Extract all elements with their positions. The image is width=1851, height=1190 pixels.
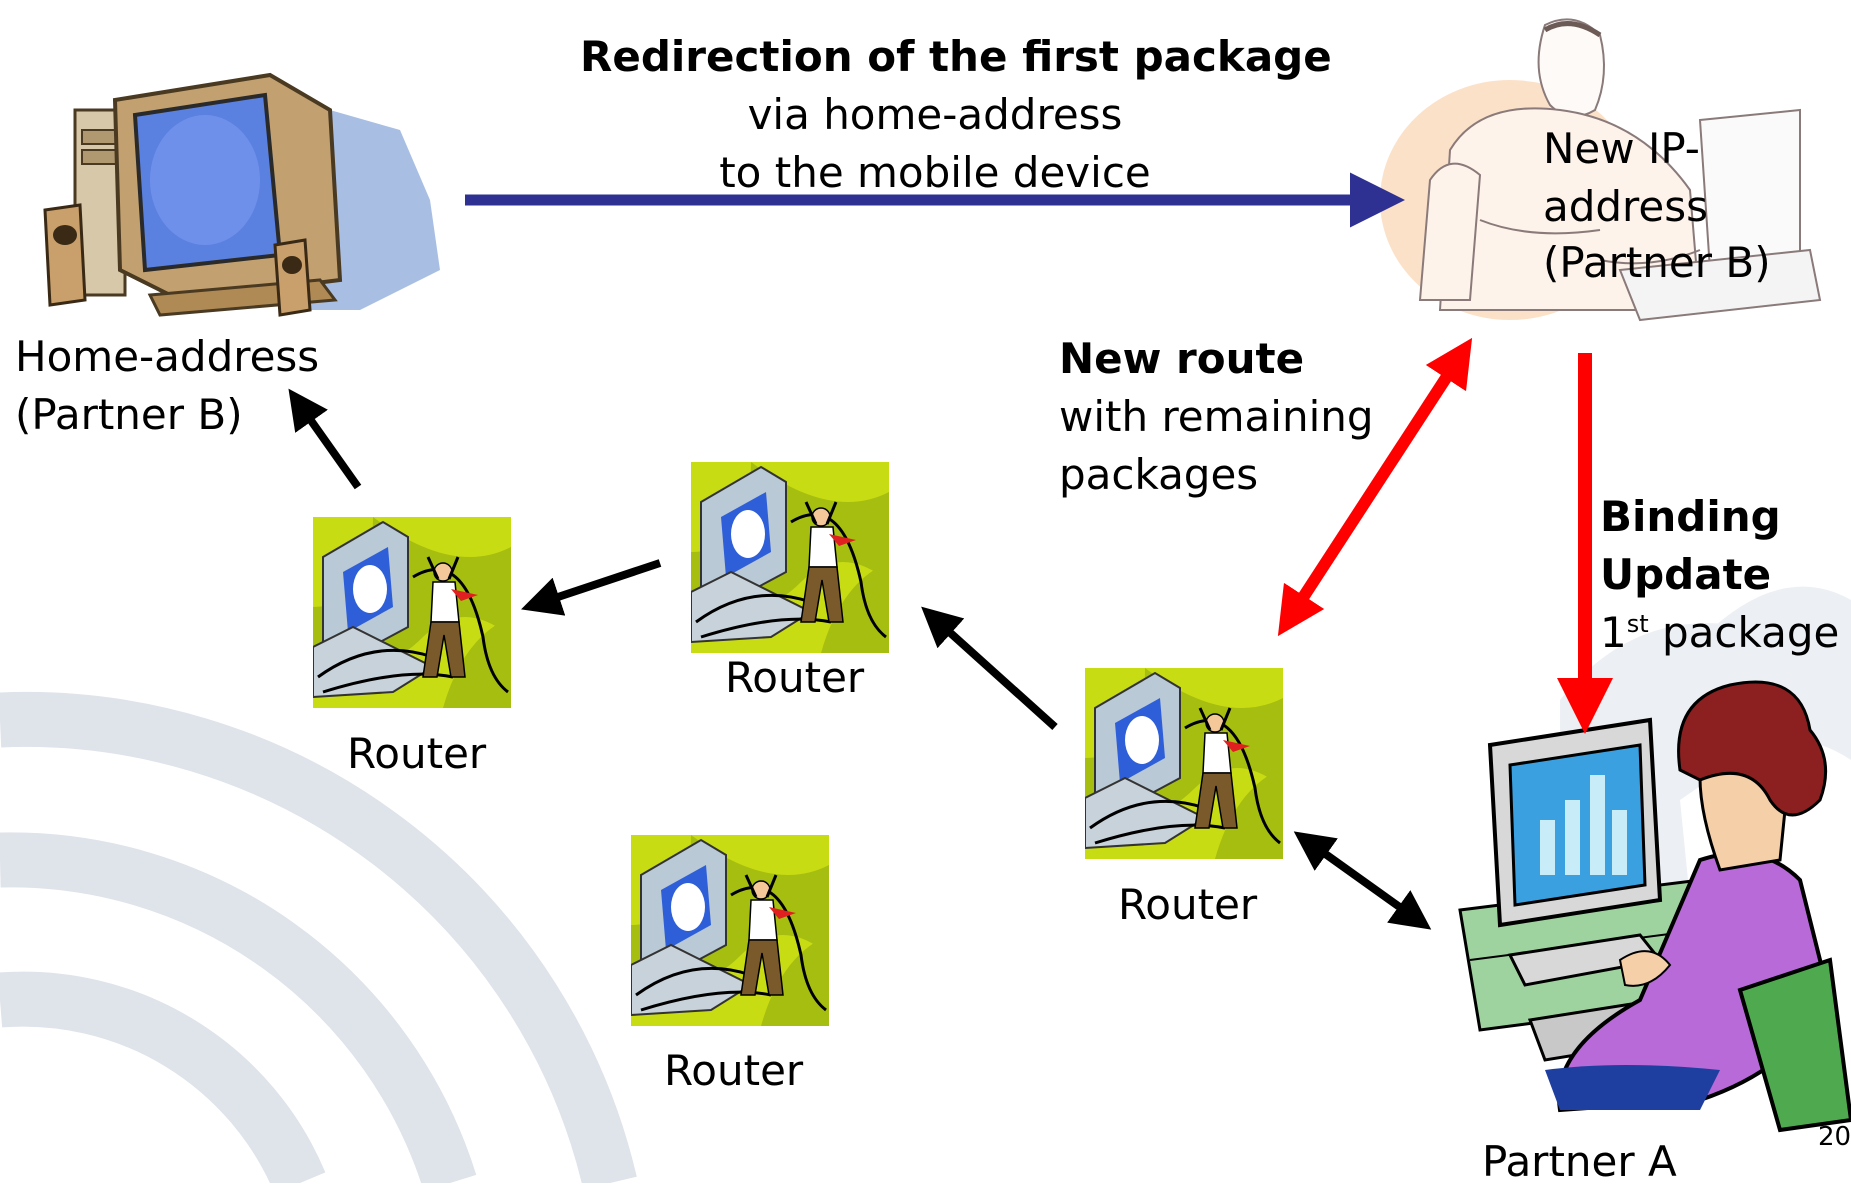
partner-a-label: Partner A bbox=[1482, 1137, 1677, 1186]
router-3-icon bbox=[1085, 668, 1283, 859]
arrow-router1-to-home bbox=[288, 388, 362, 490]
arrow-router3-to-router2 bbox=[921, 606, 1058, 730]
new-route-line-2: with remaining bbox=[1059, 392, 1374, 441]
new-route-arrow-red bbox=[1277, 337, 1473, 637]
redirect-line-3: to the mobile device bbox=[719, 148, 1151, 197]
new-ip-line-2: address bbox=[1543, 182, 1709, 231]
router-1-label: Router bbox=[347, 729, 487, 778]
router-4-icon bbox=[631, 835, 829, 1026]
binding-line-3-rest: package bbox=[1648, 608, 1840, 657]
binding-line-1: Binding bbox=[1600, 492, 1781, 541]
home-address-partner: (Partner B) bbox=[15, 390, 243, 439]
arrow-router2-to-router1 bbox=[521, 559, 662, 616]
router-1-icon bbox=[313, 517, 511, 708]
new-ip-line-1: New IP- bbox=[1543, 124, 1700, 173]
partner-b-illustration bbox=[1380, 18, 1822, 322]
partner-a-illustration bbox=[1458, 680, 1851, 1133]
binding-line-3: 1st package bbox=[1600, 604, 1839, 661]
new-ip-line-3: (Partner B) bbox=[1543, 238, 1771, 287]
binding-ordinal-suffix: st bbox=[1626, 610, 1649, 638]
router-2-icon bbox=[691, 462, 889, 653]
arrow-router3-partner-a bbox=[1293, 831, 1432, 930]
new-route-title: New route bbox=[1059, 334, 1305, 383]
binding-ordinal-number: 1 bbox=[1600, 608, 1627, 657]
router-4-label: Router bbox=[664, 1046, 804, 1095]
home-computer-illustration bbox=[43, 72, 440, 317]
background-arcs bbox=[0, 691, 637, 1183]
router-3-label: Router bbox=[1118, 880, 1258, 929]
binding-line-2: Update bbox=[1600, 550, 1772, 599]
new-route-line-3: packages bbox=[1059, 450, 1259, 499]
router-2-label: Router bbox=[725, 653, 865, 702]
page-number: 20 bbox=[1818, 1122, 1851, 1152]
redirect-title: Redirection of the first package bbox=[580, 32, 1332, 81]
home-address-label: Home-address bbox=[15, 332, 320, 381]
redirect-line-2: via home-address bbox=[747, 90, 1123, 139]
